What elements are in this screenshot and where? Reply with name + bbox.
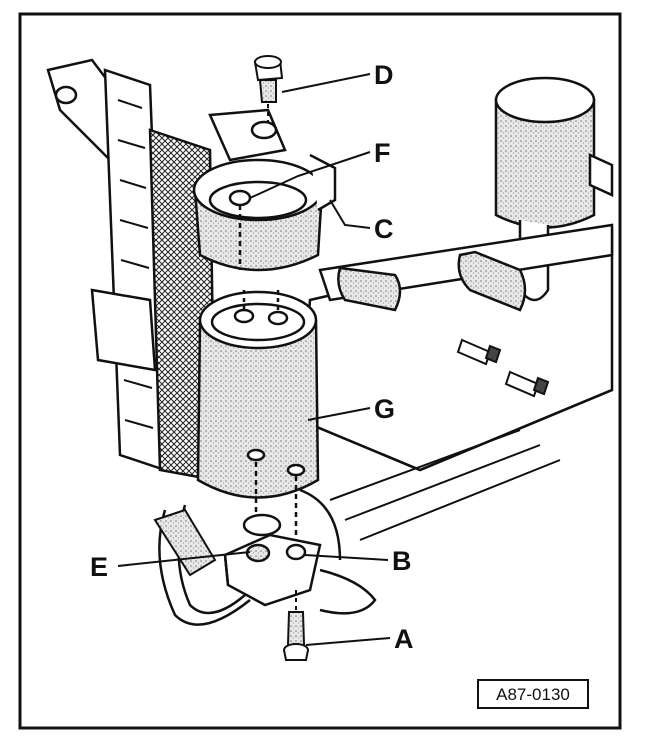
leader-d [281, 73, 371, 93]
callout-leaders [117, 73, 391, 646]
label-b: B [392, 546, 412, 576]
clamp-ring [192, 153, 337, 272]
leader-f [249, 151, 371, 199]
leader-e [117, 551, 251, 567]
figure-ref: A87-0130 [496, 685, 570, 704]
label-f: F [374, 138, 391, 168]
figure-ref-box [477, 679, 589, 709]
label-a: A [394, 624, 414, 654]
refrigerant-line [318, 223, 614, 312]
label-c: C [374, 214, 394, 244]
leader-g [307, 407, 371, 421]
fitting-block [223, 513, 322, 607]
label-e: E [90, 552, 108, 582]
upper-bracket [208, 108, 287, 162]
hose-nut [153, 508, 217, 577]
bolt-a [283, 590, 309, 661]
frame-bolts [456, 338, 550, 398]
receiver-dryer [196, 290, 320, 540]
leader-b [304, 554, 389, 561]
leader-c [329, 199, 371, 229]
figure-frame [18, 12, 622, 730]
label-g: G [374, 394, 395, 424]
leader-a [305, 637, 391, 646]
radiator-core [46, 58, 217, 482]
label-d: D [374, 60, 394, 90]
bolt-d [253, 55, 284, 122]
